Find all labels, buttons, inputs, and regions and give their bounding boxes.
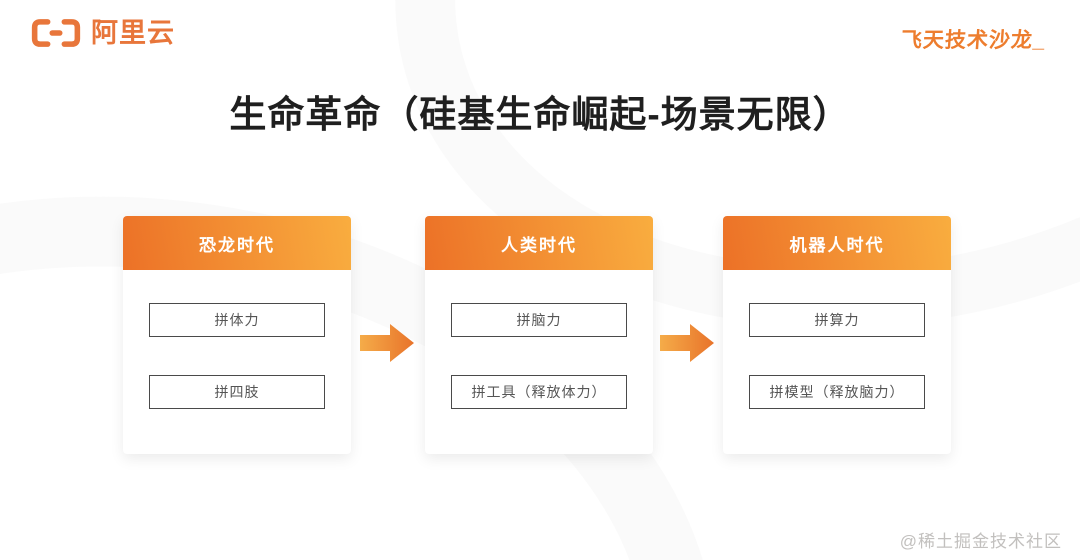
card-header: 恐龙时代 bbox=[123, 216, 351, 270]
item-box: 拼算力 bbox=[749, 303, 925, 337]
card-body: 拼算力 拼模型（释放脑力） bbox=[723, 270, 951, 409]
card-header: 机器人时代 bbox=[723, 216, 951, 270]
right-arrow-icon bbox=[660, 324, 714, 362]
item-box: 拼模型（释放脑力） bbox=[749, 375, 925, 409]
era-card-robot: 机器人时代 拼算力 拼模型（释放脑力） bbox=[723, 216, 951, 454]
era-card-human: 人类时代 拼脑力 拼工具（释放体力） bbox=[425, 216, 653, 454]
slide-title: 生命革命（硅基生命崛起-场景无限） bbox=[229, 94, 851, 135]
item-box: 拼脑力 bbox=[451, 303, 627, 337]
item-box: 拼工具（释放体力） bbox=[451, 375, 627, 409]
item-box: 拼体力 bbox=[149, 303, 325, 337]
card-body: 拼体力 拼四肢 bbox=[123, 270, 351, 409]
card-body: 拼脑力 拼工具（释放体力） bbox=[425, 270, 653, 409]
item-box: 拼四肢 bbox=[149, 375, 325, 409]
alibaba-cloud-logo-text: 阿里云 bbox=[91, 17, 175, 48]
watermark: @稀土掘金技术社区 bbox=[899, 532, 1062, 551]
card-header: 人类时代 bbox=[425, 216, 653, 270]
alibaba-cloud-brackets-icon bbox=[31, 19, 81, 47]
right-arrow-icon bbox=[360, 324, 414, 362]
event-brand-text: 飞天技术沙龙_ bbox=[900, 29, 1047, 52]
era-card-dinosaur: 恐龙时代 拼体力 拼四肢 bbox=[123, 216, 351, 454]
alibaba-cloud-logo: 阿里云 bbox=[30, 18, 175, 48]
